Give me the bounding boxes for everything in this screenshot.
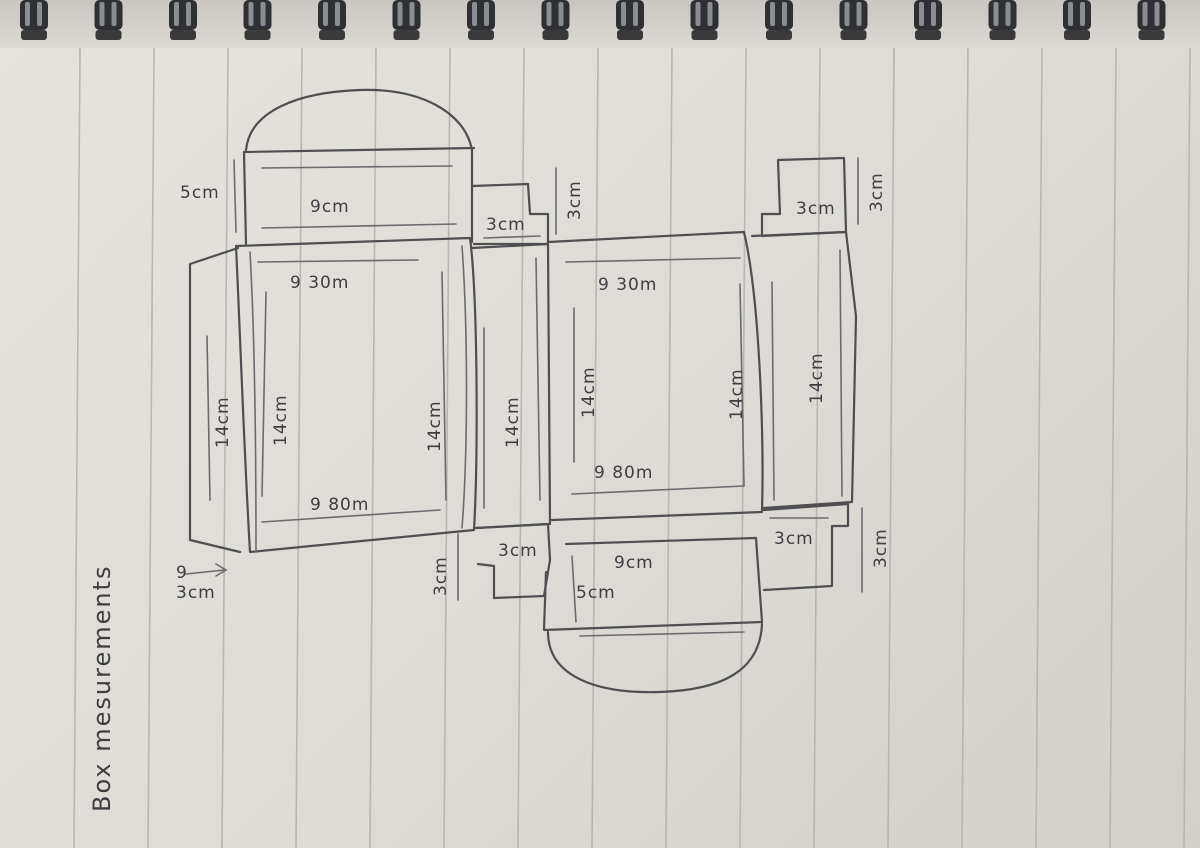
label-panel2-height-right: 14cm xyxy=(727,368,747,420)
spiral-ring xyxy=(765,0,793,40)
label-bottom-flap-width: 9cm xyxy=(614,553,654,573)
label-side-left-height: 14cm xyxy=(213,396,233,448)
front-panel-1 xyxy=(234,236,478,554)
ruled-line xyxy=(961,47,969,848)
ruled-line xyxy=(369,47,377,848)
ruled-line xyxy=(1109,47,1117,848)
label-tab-width-top: 3cm xyxy=(486,215,526,235)
spiral-ring xyxy=(467,0,495,40)
spiral-ring xyxy=(1063,0,1091,40)
measurement-labels: 5cm 9cm 3cm 3cm 3cm 3cm 9 30m 14cm 14cm … xyxy=(88,172,891,812)
label-bottom-mid-tab-width: 3cm xyxy=(498,541,538,561)
ruled-line xyxy=(517,47,525,848)
label-right-tab-height: 3cm xyxy=(867,172,887,212)
spiral-ring xyxy=(616,0,644,40)
label-left-glue-tab-line: 3cm xyxy=(176,583,216,603)
label-bottom-mid-tab-height: 3cm xyxy=(431,556,451,596)
spiral-ring xyxy=(243,0,272,40)
label-panel2-width-top: 9 30m xyxy=(598,275,657,295)
top-lid-base xyxy=(242,146,476,154)
label-top-flap-width: 9cm xyxy=(310,197,350,217)
right-top-tab xyxy=(760,156,848,238)
ruled-line xyxy=(1183,47,1191,848)
label-bottom-flap-height: 5cm xyxy=(576,583,616,603)
label-tab-height-top: 3cm xyxy=(565,180,585,220)
spiral-ring xyxy=(20,0,48,40)
spiral-ring xyxy=(988,0,1017,40)
spiral-ring xyxy=(914,0,942,40)
ruled-lines xyxy=(73,47,1191,848)
label-bottom-right-tab-height: 3cm xyxy=(871,528,891,568)
ruled-line xyxy=(295,47,303,848)
spiral-binding xyxy=(20,0,1166,40)
ruled-line xyxy=(1035,47,1043,848)
bottom-middle-tab xyxy=(474,522,552,600)
label-panel1-height-right: 14cm xyxy=(425,400,445,452)
ruled-line xyxy=(665,47,673,848)
ruled-line xyxy=(813,47,821,848)
bottom-right-tab xyxy=(762,502,850,592)
ruled-line xyxy=(443,47,451,848)
ruled-line xyxy=(73,47,81,848)
spiral-ring xyxy=(1137,0,1166,40)
spiral-ring xyxy=(318,0,346,40)
spiral-ring xyxy=(94,0,123,40)
box-net-sketch xyxy=(185,88,863,694)
spiral-ring xyxy=(690,0,719,40)
spiral-ring xyxy=(392,0,421,40)
label-right-tab-width: 3cm xyxy=(796,199,836,219)
label-bottom-right-tab-width: 3cm xyxy=(774,529,814,549)
label-panel1-width-bottom: 9 80m xyxy=(310,495,369,515)
bottom-flap xyxy=(542,536,764,632)
label-panel2-width-bottom: 9 80m xyxy=(594,463,653,483)
top-flap xyxy=(242,146,474,246)
label-panel1-width-top: 9 30m xyxy=(290,273,349,293)
page-title: Box mesurements xyxy=(88,565,116,812)
spiral-ring xyxy=(169,0,197,40)
spiral-ring xyxy=(839,0,868,40)
ruled-line xyxy=(591,47,599,848)
top-middle-tab xyxy=(470,182,550,246)
left-glue-strip xyxy=(188,246,242,554)
label-top-flap-height: 5cm xyxy=(180,183,220,203)
label-panel2-height-left: 14cm xyxy=(579,366,599,418)
bottom-lid-arc xyxy=(546,622,764,694)
ruled-line xyxy=(887,47,895,848)
top-lid-arc xyxy=(244,88,474,152)
label-side-right-height: 14cm xyxy=(807,352,827,404)
label-panel1-height-left: 14cm xyxy=(271,394,291,446)
ruled-line xyxy=(221,47,229,848)
ruled-line xyxy=(147,47,155,848)
label-left-glue-tab-line: 9 xyxy=(176,563,188,583)
label-side-mid-height: 14cm xyxy=(503,396,523,448)
front-panel-2 xyxy=(546,230,764,522)
spiral-ring xyxy=(541,0,570,40)
